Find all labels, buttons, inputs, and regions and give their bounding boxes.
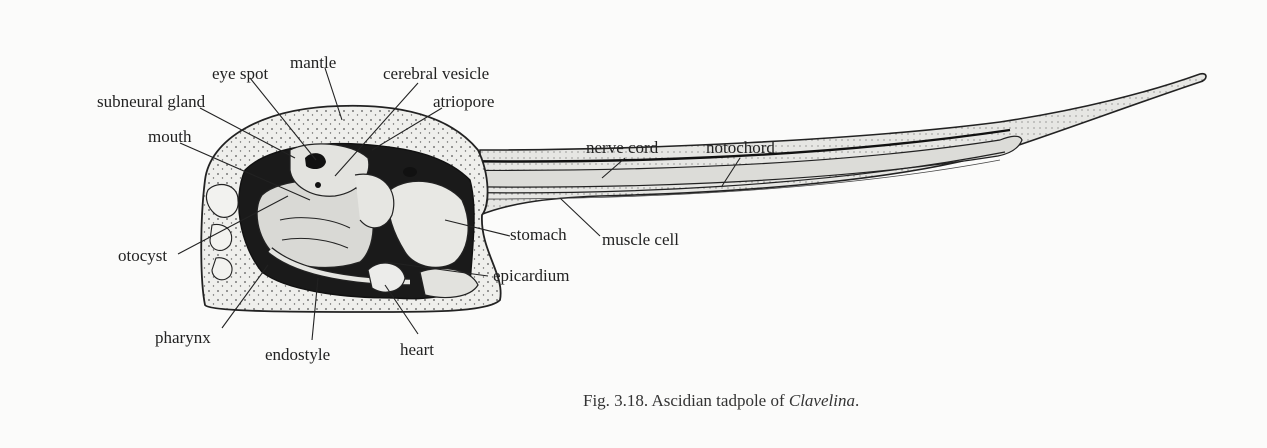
caption-genus: Clavelina bbox=[789, 391, 855, 410]
label-pharynx: pharynx bbox=[155, 328, 211, 347]
label-heart: heart bbox=[400, 340, 434, 359]
label-subneural-gland: subneural gland bbox=[97, 92, 206, 111]
label-mantle: mantle bbox=[290, 53, 336, 72]
label-eye-spot: eye spot bbox=[212, 64, 268, 83]
label-mouth: mouth bbox=[148, 127, 192, 146]
label-nerve-cord: nerve cord bbox=[586, 138, 659, 157]
label-cerebral-vesicle: cerebral vesicle bbox=[383, 64, 489, 83]
caption-prefix: Fig. 3.18. Ascidian tadpole of bbox=[583, 391, 789, 410]
label-epicardium: epicardium bbox=[493, 266, 569, 285]
label-atriopore: atriopore bbox=[433, 92, 494, 111]
label-endostyle: endostyle bbox=[265, 345, 330, 364]
label-stomach: stomach bbox=[510, 225, 567, 244]
label-notochord: notochord bbox=[706, 138, 775, 157]
label-otocyst: otocyst bbox=[118, 246, 167, 265]
figure-caption: Fig. 3.18. Ascidian tadpole of Clavelina… bbox=[583, 391, 859, 410]
label-muscle-cell: muscle cell bbox=[602, 230, 679, 249]
caption-suffix: . bbox=[855, 391, 859, 410]
